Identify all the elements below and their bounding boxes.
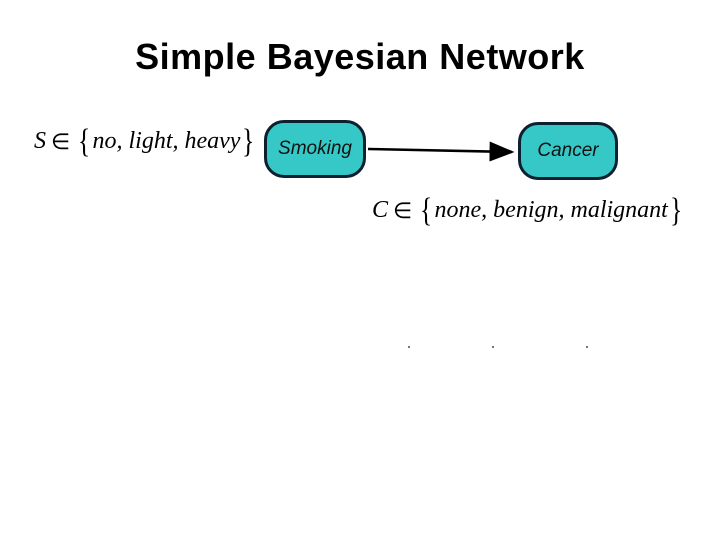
cancer-close-brace: }	[669, 191, 683, 229]
slide-title: Simple Bayesian Network	[135, 36, 585, 77]
edge-line	[367, 141, 515, 162]
smoking-element-of-symbol: ∈	[51, 128, 71, 154]
smoking-domain: S ∈ { no, light, heavy }	[34, 122, 257, 160]
node-cancer: Cancer	[518, 122, 618, 180]
cancer-variable: C	[372, 197, 389, 223]
cancer-domain: C ∈ { none, benign, malignant }	[372, 191, 684, 229]
smoking-values: no, light, heavy	[92, 128, 241, 154]
smoking-close-brace: }	[242, 122, 255, 160]
smoking-open-brace: {	[78, 122, 91, 160]
node-smoking-label: Smoking	[278, 138, 352, 159]
stray-dot	[408, 346, 410, 348]
node-cancer-label: Cancer	[537, 140, 599, 161]
stray-dot	[492, 346, 494, 348]
node-smoking: Smoking	[264, 120, 366, 178]
cancer-element-of-symbol: ∈	[393, 197, 413, 223]
stray-dot	[586, 346, 588, 348]
smoking-variable: S	[34, 128, 46, 154]
cancer-values: none, benign, malignant	[434, 197, 668, 223]
cancer-open-brace: {	[420, 191, 433, 229]
